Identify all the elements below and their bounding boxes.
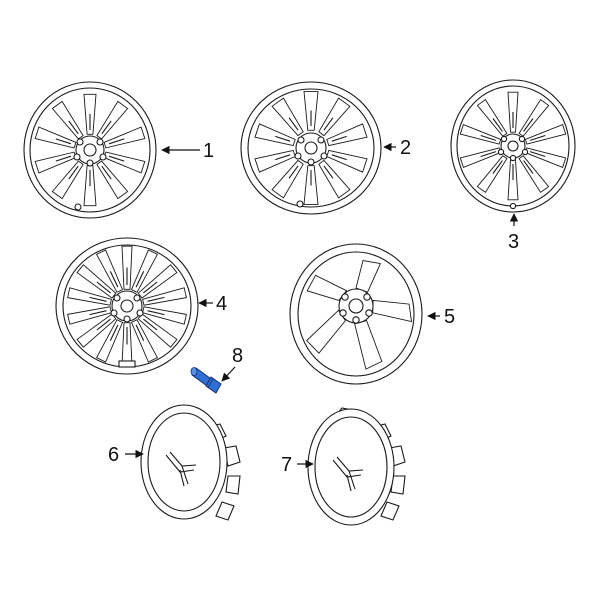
callout-3: 3 (508, 231, 519, 253)
callout-5: 5 (444, 306, 455, 328)
callout-2: 2 (400, 137, 411, 159)
callout-4: 4 (216, 293, 227, 315)
callout-6: 6 (108, 444, 119, 466)
center-cap-7-icon[interactable] (307, 407, 406, 526)
center-cap-6-icon[interactable] (140, 404, 241, 521)
wheel-3-icon[interactable] (450, 79, 576, 213)
callout-8: 8 (232, 345, 243, 367)
callout-1: 1 (203, 140, 214, 162)
callout-7: 7 (281, 454, 292, 476)
wheel-2-icon[interactable] (240, 81, 382, 215)
wheel-4-icon[interactable] (55, 237, 199, 375)
lug-nut-icon[interactable] (190, 367, 222, 394)
wheel-1-icon[interactable] (23, 81, 157, 219)
wheel-5-icon[interactable] (289, 243, 423, 385)
